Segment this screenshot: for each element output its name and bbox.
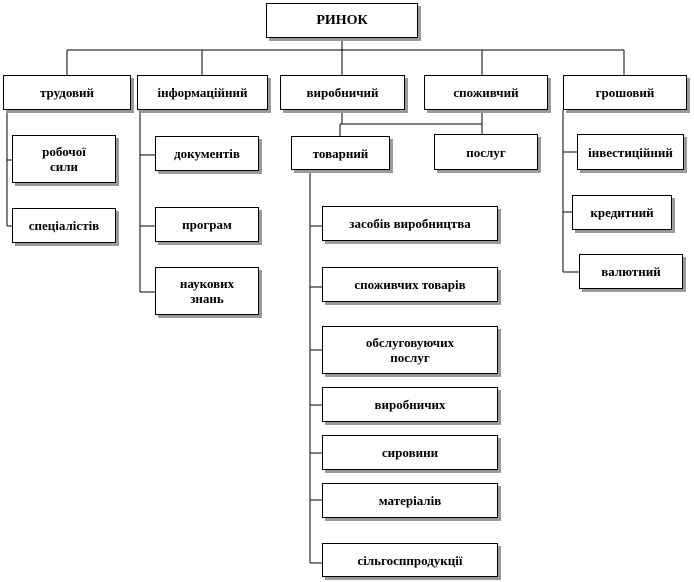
- category-labor-box: трудовий: [3, 75, 131, 110]
- money-item-box: валютний: [579, 254, 683, 289]
- goods-item-box: сировини: [322, 435, 498, 470]
- info-item-label: документів: [174, 146, 240, 161]
- goods-item-label: споживчих товарів: [354, 277, 466, 292]
- info-item-box: документів: [155, 136, 259, 171]
- goods-item-box: обслуговуючих послуг: [322, 326, 498, 374]
- labor-item-box: спеціалістів: [12, 208, 116, 243]
- money-item-label: інвестиційний: [588, 144, 673, 160]
- goods-item-box: споживчих товарів: [322, 267, 498, 302]
- goods-item-box: виробничих: [322, 387, 498, 422]
- info-item-label: програм: [182, 217, 232, 232]
- labor-item-label: робочої сили: [42, 144, 86, 174]
- category-production-label: виробничий: [306, 85, 379, 100]
- category-money-label: грошовий: [595, 85, 655, 100]
- services-market-label: послуг: [466, 144, 506, 160]
- goods-item-label: сировини: [381, 445, 439, 460]
- category-consumer-label: споживчий: [453, 85, 519, 100]
- info-item-label: наукових знань: [179, 276, 235, 306]
- labor-item-label: спеціалістів: [28, 218, 100, 233]
- goods-item-box: засобів виробництва: [322, 206, 498, 241]
- goods-item-box: сільгосппродукції: [322, 543, 498, 577]
- category-production-box: виробничий: [280, 75, 405, 110]
- services-market-box: послуг: [434, 134, 538, 170]
- goods-item-label: сільгосппродукції: [357, 552, 463, 568]
- goods-item-label: засобів виробництва: [349, 216, 471, 231]
- goods-item-label: обслуговуючих послуг: [365, 335, 455, 365]
- goods-item-box: матеріалів: [322, 483, 498, 518]
- goods-market-label: товарний: [312, 145, 369, 161]
- money-item-box: інвестиційний: [577, 134, 684, 170]
- category-info-box: інформаційний: [137, 75, 268, 110]
- info-item-box: наукових знань: [155, 267, 259, 315]
- money-item-label: валютний: [601, 264, 661, 279]
- labor-item-box: робочої сили: [12, 135, 116, 183]
- category-info-label: інформаційний: [157, 85, 248, 100]
- goods-market-box: товарний: [291, 136, 390, 170]
- info-item-box: програм: [155, 207, 259, 242]
- money-item-box: кредитний: [572, 195, 672, 230]
- category-consumer-box: споживчий: [424, 75, 548, 110]
- goods-item-label: матеріалів: [378, 493, 442, 508]
- money-item-label: кредитний: [590, 205, 654, 220]
- root-market-box: РИНОК: [266, 3, 418, 38]
- category-labor-label: трудовий: [39, 85, 95, 100]
- root-label: РИНОК: [316, 13, 368, 28]
- category-money-box: грошовий: [563, 75, 687, 110]
- goods-item-label: виробничих: [374, 397, 446, 412]
